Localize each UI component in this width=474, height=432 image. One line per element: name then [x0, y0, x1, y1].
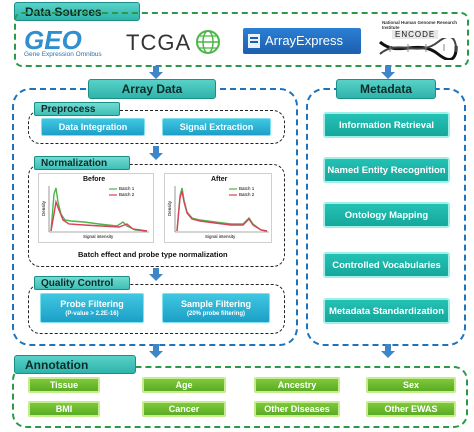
quality-control-frame — [28, 284, 285, 334]
before-batch1-line — [50, 187, 148, 232]
probe-filtering-box: Probe Filtering (P-value > 2.2E-16) — [40, 293, 144, 323]
data-sources-title: Data Sources — [25, 4, 102, 19]
metadata-item-controlled-vocabularies: Controlled Vocabularies — [323, 252, 450, 278]
arrow-down-icon — [381, 66, 395, 79]
dna-helix-icon — [379, 38, 458, 60]
probe-filtering-note: (P-value > 2.2E-16) — [65, 311, 119, 317]
array-data-header: Array Data — [88, 79, 216, 99]
before-batch2-line — [50, 199, 148, 232]
annotation-item-bmi: BMI — [28, 401, 100, 417]
sample-filtering-note: (20% probe filtering) — [186, 311, 245, 317]
geo-logo-graphic: GEO — [24, 25, 82, 55]
annotation-item-label: Tissue — [49, 380, 79, 390]
tcga-logo-text: TCGA — [126, 30, 192, 55]
globe-icon — [196, 30, 220, 54]
normalization-label: Normalization — [34, 156, 130, 170]
quality-control-title: Quality Control — [41, 277, 114, 289]
annotation-item-label: Other Diseases — [264, 404, 330, 414]
preprocess-frame — [28, 110, 285, 144]
annotation-item-ancestry: Ancestry — [254, 377, 340, 393]
metadata-item-label: Metadata Standardization — [328, 305, 445, 317]
preprocess-title: Preprocess — [41, 103, 96, 115]
before-ylabel: Density — [41, 200, 47, 217]
annotation-item-other-ewas: Other EWAS — [366, 401, 456, 417]
annotation-item-other-diseases: Other Diseases — [254, 401, 340, 417]
before-plot-title: Before — [83, 176, 106, 183]
after-density-chart — [174, 186, 269, 233]
metadata-header: Metadata — [336, 79, 436, 99]
annotation-header: Annotation — [14, 355, 136, 374]
annotation-item-label: BMI — [55, 404, 73, 414]
annotation-item-label: Other EWAS — [384, 404, 438, 414]
annotation-item-cancer: Cancer — [142, 401, 226, 417]
metadata-title: Metadata — [359, 82, 412, 96]
quality-control-label: Quality Control — [34, 276, 130, 290]
annotation-title: Annotation — [25, 357, 89, 372]
normalization-caption: Batch effect and probe type normalizatio… — [78, 250, 228, 259]
normalization-frame — [28, 164, 285, 267]
arrow-down-icon — [149, 344, 163, 358]
after-plot-title: After — [211, 176, 228, 183]
annotation-item-age: Age — [142, 377, 226, 393]
before-legend-2: Batch 2 — [119, 192, 135, 197]
metadata-item-information-retrieval: Information Retrieval — [323, 112, 450, 138]
data-sources-frame — [14, 12, 469, 67]
data-integration-label: Data Integration — [58, 122, 128, 132]
signal-extraction-label: Signal Extraction — [179, 122, 254, 132]
metadata-item-label: Controlled Vocabularies — [332, 259, 441, 271]
metadata-item-metadata-standardization: Metadata Standardization — [323, 298, 450, 324]
sample-filtering-box: Sample Filtering (20% probe filtering) — [162, 293, 270, 323]
annotation-item-label: Age — [175, 380, 193, 390]
before-density-chart — [48, 186, 149, 233]
arrayexpress-logo-text: ArrayExpress — [265, 33, 344, 48]
arrow-down-icon — [149, 66, 163, 79]
annotation-item-label: Sex — [402, 380, 419, 390]
probe-filtering-label: Probe Filtering — [60, 299, 124, 309]
before-legend-1: Batch 1 — [119, 186, 135, 191]
ebi-icon — [248, 34, 260, 48]
array-data-title: Array Data — [121, 82, 183, 96]
metadata-item-label: Information Retrieval — [338, 119, 435, 131]
after-legend-1: Batch 1 — [239, 186, 255, 191]
metadata-item-label: Ontology Mapping — [344, 209, 429, 221]
after-batch2-line — [176, 190, 268, 232]
arrow-down-icon — [149, 146, 163, 160]
data-integration-box: Data Integration — [41, 118, 145, 136]
after-plot: After Batch 1 Batch 2 Signal intensity D… — [164, 173, 272, 243]
metadata-item-ontology-mapping: Ontology Mapping — [323, 202, 450, 228]
geo-logo-text: GEO — [24, 25, 82, 55]
arrayexpress-logo: ArrayExpress — [243, 28, 361, 54]
tcga-logo: TCGA — [126, 28, 236, 58]
encode-text: ENCODE — [392, 30, 439, 39]
after-legend-2: Batch 2 — [239, 192, 255, 197]
geo-subtitle: Gene Expression Omnibus — [24, 51, 102, 58]
arrow-down-icon — [149, 268, 163, 281]
before-plot: Before Batch 1 Batch 2 Signal intensity … — [38, 173, 154, 243]
annotation-item-tissue: Tissue — [28, 377, 100, 393]
sample-filtering-label: Sample Filtering — [180, 299, 251, 309]
encode-logo: National Human Genome Research Institute… — [374, 20, 466, 62]
geo-logo: GEO Gene Expression Omnibus — [22, 25, 122, 63]
metadata-item-named-entity-recognition: Named Entity Recognition — [323, 157, 450, 183]
annotation-item-label: Ancestry — [277, 380, 317, 390]
after-ylabel: Density — [167, 200, 173, 217]
preprocess-label: Preprocess — [34, 102, 120, 116]
before-xlabel: Signal intensity — [83, 234, 114, 239]
metadata-item-label: Named Entity Recognition — [327, 164, 446, 176]
annotation-item-label: Cancer — [168, 404, 200, 414]
annotation-item-sex: Sex — [366, 377, 456, 393]
encode-caption: National Human Genome Research Institute — [382, 20, 458, 30]
arrow-down-icon — [381, 344, 395, 358]
annotation-frame — [12, 366, 468, 428]
data-sources-header: Data Sources — [14, 2, 140, 21]
normalization-title: Normalization — [41, 157, 108, 169]
after-xlabel: Signal intensity — [205, 234, 236, 239]
signal-extraction-box: Signal Extraction — [162, 118, 271, 136]
